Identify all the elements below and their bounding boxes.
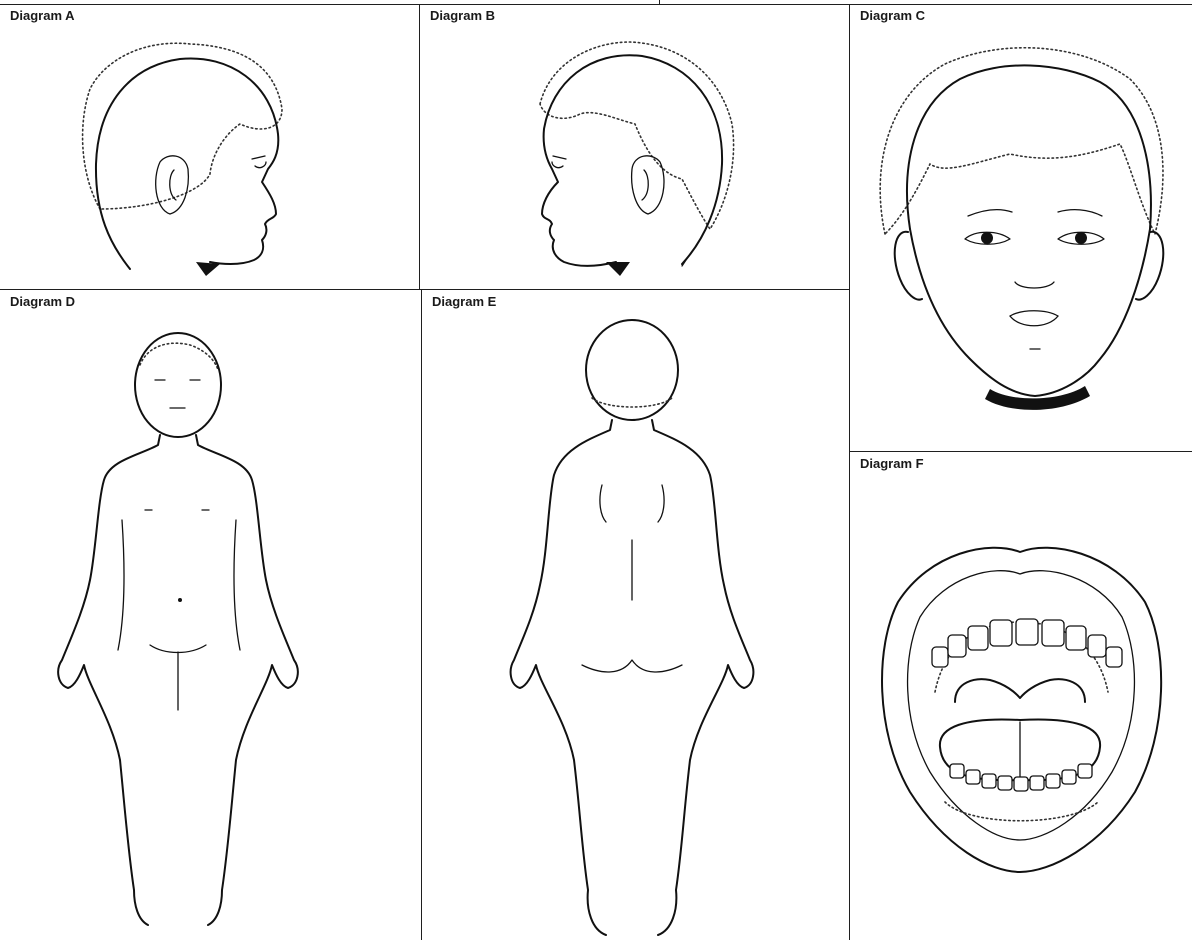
- diagram-b-panel: Diagram B: [420, 4, 849, 290]
- upper-tooth: [932, 647, 948, 667]
- lips-inner: [908, 571, 1135, 840]
- body-front-illustration: [0, 290, 421, 940]
- upper-tooth: [1016, 619, 1038, 645]
- diagram-c-panel: Diagram C: [850, 4, 1192, 451]
- upper-tooth: [1066, 626, 1086, 650]
- lower-tooth: [1078, 764, 1092, 778]
- lower-tooth: [1030, 776, 1044, 790]
- diagram-f-panel: Diagram F: [850, 452, 1192, 940]
- torso-side-right: [234, 520, 240, 650]
- head-right-profile-illustration: [420, 4, 849, 290]
- iris-right: [1075, 232, 1087, 244]
- navel: [178, 598, 182, 602]
- hair-outline: [83, 43, 282, 209]
- lower-tooth: [966, 770, 980, 784]
- groin: [150, 645, 206, 710]
- lower-tooth: [1046, 774, 1060, 788]
- eye: [252, 156, 266, 168]
- head: [586, 320, 678, 420]
- ear-inner: [642, 170, 648, 200]
- face-front-illustration: [850, 4, 1192, 451]
- upper-tooth: [990, 620, 1012, 646]
- buttocks: [582, 660, 682, 672]
- brow-left: [968, 210, 1012, 216]
- open-mouth-illustration: [850, 452, 1192, 940]
- palate-arch: [955, 679, 1085, 702]
- head-outline: [907, 65, 1151, 229]
- lower-tooth: [1014, 777, 1028, 791]
- neck-shadow: [606, 262, 630, 276]
- lower-tooth: [982, 774, 996, 788]
- diagram-a-panel: Diagram A: [0, 4, 419, 290]
- lips-outer: [882, 548, 1161, 872]
- diagram-e-panel: Diagram E: [422, 290, 849, 940]
- brow-right: [1058, 210, 1102, 216]
- upper-tooth: [1088, 635, 1106, 657]
- upper-tooth: [948, 635, 966, 657]
- upper-tooth: [1106, 647, 1122, 667]
- body-outline-right: [196, 435, 298, 925]
- eye: [552, 156, 566, 168]
- neck-shadow: [196, 262, 220, 276]
- nose: [1015, 282, 1054, 288]
- lower-tooth: [950, 764, 964, 778]
- body-outline-right: [652, 420, 753, 935]
- body-back-illustration: [422, 290, 849, 940]
- torso-side-left: [118, 520, 124, 650]
- head-outline: [542, 55, 722, 266]
- iris-left: [981, 232, 993, 244]
- ear: [156, 156, 189, 214]
- face-contour: [910, 229, 1150, 396]
- gum-shading: [945, 802, 1098, 821]
- ear-inner: [170, 170, 176, 200]
- upper-tooth: [968, 626, 988, 650]
- neck-shadow: [985, 386, 1090, 410]
- ear-right: [1136, 232, 1163, 300]
- body-outline-left: [58, 435, 160, 925]
- body-outline-left: [511, 420, 612, 935]
- shoulder-blades: [600, 485, 664, 522]
- diagram-d-panel: Diagram D: [0, 290, 421, 940]
- upper-teeth: [932, 619, 1122, 667]
- head-outline: [96, 58, 278, 269]
- upper-tooth: [1042, 620, 1064, 646]
- hair-outline: [540, 42, 734, 229]
- mouth-lower: [1010, 316, 1058, 326]
- lower-tooth: [998, 776, 1012, 790]
- mouth-upper: [1010, 311, 1058, 316]
- lower-tooth: [1062, 770, 1076, 784]
- lower-teeth: [950, 764, 1092, 791]
- hairline: [592, 398, 672, 407]
- head-left-profile-illustration: [0, 4, 419, 290]
- hair-outline: [880, 48, 1163, 234]
- head: [135, 333, 221, 437]
